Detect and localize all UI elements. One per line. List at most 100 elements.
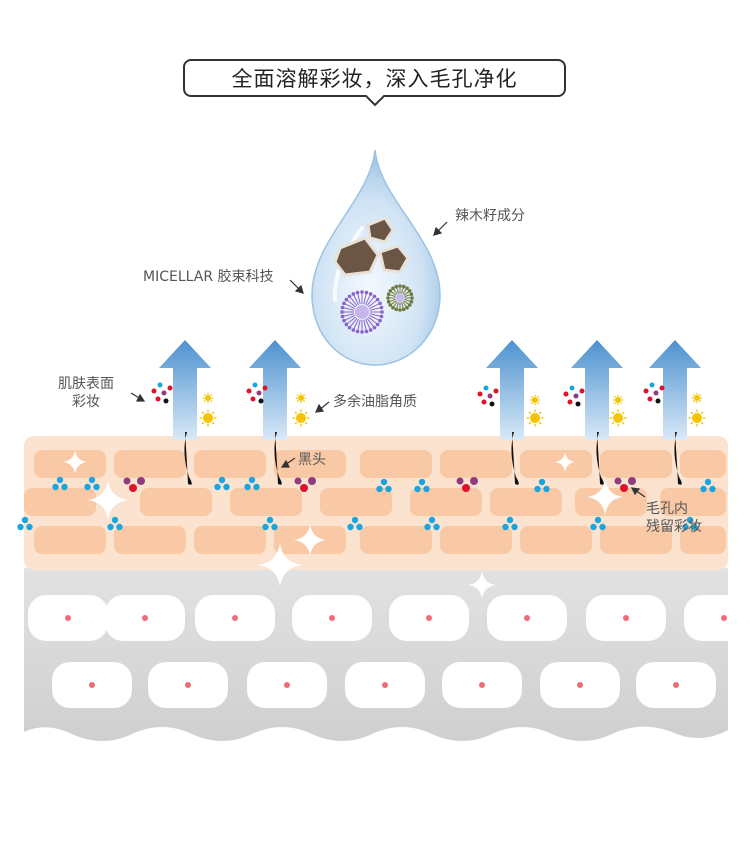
- makeup-dot: [573, 393, 579, 399]
- micelle-tail: [369, 313, 382, 317]
- makeup-red-dot: [300, 484, 308, 492]
- epidermis-cell: [440, 526, 512, 554]
- sun-ray: [304, 411, 308, 415]
- sun-ray: [201, 421, 205, 425]
- micelle-head: [405, 286, 409, 291]
- blue-dot: [56, 476, 64, 484]
- blue-dot-cluster: [502, 516, 518, 531]
- micelle-head: [386, 299, 391, 304]
- blue-dot: [356, 523, 363, 531]
- micelle-head: [344, 322, 349, 327]
- sun-ray: [621, 421, 625, 425]
- makeup-dot: [262, 385, 268, 391]
- micelle-tail: [352, 293, 359, 306]
- makeup-dot: [481, 399, 487, 405]
- hair-follicles: [184, 432, 682, 485]
- makeup-purple-dot: [470, 477, 478, 485]
- makeup-dot: [647, 396, 653, 402]
- micelle-head: [344, 297, 349, 302]
- blue-dot-cluster: [262, 516, 278, 531]
- blue-dot: [88, 476, 96, 484]
- sun-core: [694, 395, 700, 401]
- micelle-head: [355, 329, 360, 334]
- makeup-purple-dot: [137, 477, 145, 485]
- blue-dot: [218, 476, 226, 484]
- makeup-dot: [163, 398, 169, 404]
- cell-nucleus: [721, 615, 727, 621]
- blue-dot: [248, 476, 256, 484]
- micelle-tail: [365, 318, 372, 331]
- sun-ray: [613, 402, 616, 405]
- micelle-head: [379, 314, 384, 319]
- epidermis-cell: [520, 450, 592, 478]
- blue-dot: [253, 483, 260, 491]
- makeup-purple-dot: [308, 477, 316, 485]
- hair-follicle-icon: [274, 432, 282, 485]
- sun-ray: [211, 411, 215, 415]
- cell-nucleus: [673, 682, 679, 688]
- makeup-red-dot: [620, 484, 628, 492]
- sun-core: [530, 413, 540, 423]
- blue-dot: [599, 523, 606, 531]
- makeup-dot: [579, 388, 585, 394]
- cell-nucleus: [142, 615, 148, 621]
- blue-dot: [700, 485, 707, 493]
- sun-core: [298, 395, 304, 401]
- oil-sun-icon: [529, 394, 541, 406]
- surface-makeup-cluster: [563, 385, 585, 407]
- blue-dot: [538, 478, 546, 486]
- makeup-dot: [575, 401, 581, 407]
- label-skin-surface: 肌肤表面 彩妆: [50, 375, 122, 411]
- sun-core: [296, 413, 306, 423]
- leader-arrows: [130, 221, 646, 498]
- moringa-seed-icon: [333, 216, 410, 277]
- epidermis-cell: [274, 450, 346, 478]
- cell-nucleus: [185, 682, 191, 688]
- makeup-purple-dot: [123, 477, 131, 485]
- blue-dot: [704, 478, 712, 486]
- hair-follicle-icon: [184, 432, 192, 485]
- blue-dot: [93, 483, 100, 491]
- blue-dot-cluster: [376, 478, 392, 493]
- micelle-head: [388, 303, 393, 307]
- oil-sun-icon: [199, 409, 217, 427]
- blue-dot-cluster: [52, 476, 68, 491]
- sun-ray: [700, 421, 704, 425]
- blue-dot-cluster: [84, 476, 100, 491]
- up-arrow-icon: [249, 340, 301, 440]
- sun-ray: [303, 393, 306, 396]
- micelle-tail: [349, 296, 358, 307]
- sun-core: [532, 397, 538, 403]
- blue-dot-cluster: [17, 516, 33, 531]
- makeup-dot: [246, 388, 252, 394]
- sun-core: [615, 397, 621, 403]
- blue-dot: [506, 516, 514, 524]
- micelle-head: [340, 310, 344, 314]
- label-blackhead: 黑头: [298, 452, 326, 468]
- micelle-tail: [369, 307, 382, 311]
- up-arrow-icon: [159, 340, 211, 440]
- blue-dot: [590, 523, 597, 531]
- makeup-dot: [659, 385, 665, 391]
- blue-dot: [116, 523, 123, 531]
- label-pore-residue-line1: 毛孔内: [646, 501, 688, 517]
- sun-ray: [210, 400, 213, 403]
- blue-dot-cluster: [424, 516, 440, 531]
- label-skin-surface-line1: 肌肤表面: [58, 376, 114, 392]
- makeup-dot: [653, 390, 659, 396]
- blue-dot-cluster: [534, 478, 550, 493]
- micelle-head: [407, 289, 412, 293]
- micelle-head: [375, 322, 380, 327]
- sun-ray: [210, 393, 213, 396]
- oil-sun-icon: [295, 392, 307, 404]
- micelle-head: [364, 290, 369, 295]
- bubble-tail: [365, 95, 385, 107]
- dermis-cells: [28, 595, 750, 708]
- blue-dot: [428, 516, 436, 524]
- epidermis-cell: [440, 450, 512, 478]
- epidermis-cell: [140, 488, 212, 516]
- sun-ray: [201, 411, 205, 415]
- sun-ray: [294, 411, 298, 415]
- sun-ray: [621, 411, 625, 415]
- micelle-tail: [367, 316, 378, 325]
